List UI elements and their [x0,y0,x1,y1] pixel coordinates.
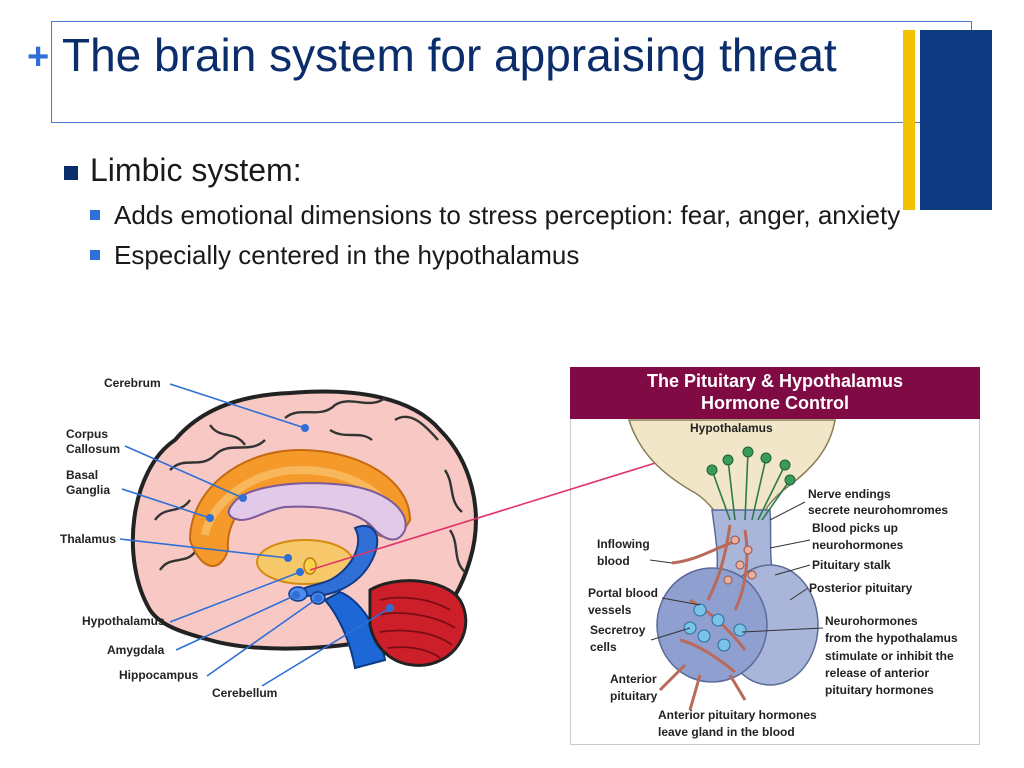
label-hypothalamus: Hypothalamus [82,614,165,628]
pit-label-leave-2: leave gland in the blood [658,725,795,739]
pit-label-portal-1: Portal blood [588,586,658,600]
capillary-dots [723,535,757,585]
pit-label-blood-2: neurohormones [812,538,904,552]
pit-label-secretory-2: cells [590,640,617,654]
pit-label-neuro-4: release of anterior [825,666,929,680]
neuron-cell-bodies [706,446,796,486]
label-cerebellum: Cerebellum [212,686,277,700]
slide-title: The brain system for appraising threat [62,29,837,81]
sub-bullet-item: Especially centered in the hypothalamus [62,238,954,272]
sub-bullet-item: Adds emotional dimensions to stress perc… [62,198,954,232]
bullet-list: Limbic system: Adds emotional dimensions… [62,150,962,272]
pit-label-hypothalamus: Hypothalamus [690,421,773,435]
pit-label-anterior-2: pituitary [610,689,658,703]
anterior-pituitary-shape [656,567,768,683]
pit-label-anterior-1: Anterior [610,672,657,686]
label-corpus-callosum-1: Corpus [66,427,108,441]
panel-header-line2: Hormone Control [701,393,849,413]
pit-label-inflow-2: blood [597,554,630,568]
pit-label-neuro-5: pituitary hormones [825,683,934,697]
brain-illustration: Cerebrum Corpus Callosum Basal Ganglia T… [60,376,478,700]
pointer-lines [119,383,391,687]
label-basal-ganglia-1: Basal [66,468,98,482]
corpus-callosum-shape [227,482,407,541]
plus-icon: + [27,36,50,78]
hippocampus-shape [298,524,379,597]
label-hippocampus: Hippocampus [119,668,199,682]
pit-label-portal-2: vessels [588,603,632,617]
accent-bar-yellow [903,30,915,210]
accent-bar-blue [920,30,992,210]
pit-label-leave-1: Anterior pituitary hormones [658,708,817,722]
pit-label-neuro-1: Neurohormones [825,614,918,628]
pit-label-nerve-1: Nerve endings [808,487,891,501]
nerve-fibers [711,451,791,521]
pit-label-nerve-2: secrete neurohomromes [808,503,948,517]
pit-label-inflow-1: Inflowing [597,537,650,551]
bullet-item: Limbic system: [62,150,962,192]
pit-label-secretory-1: Secretroy [590,623,646,637]
panel-header-line1: The Pituitary & Hypothalamus [646,371,904,391]
hypothalamus-tissue [627,419,836,521]
pit-label-blood-1: Blood picks up [812,521,898,535]
sub-bullet-square-icon [90,249,100,260]
label-cerebrum: Cerebrum [104,376,161,390]
label-basal-ganglia-2: Ganglia [66,483,110,497]
sub-bullet-text: Adds emotional dimensions to stress perc… [114,199,901,230]
pit-label-stalk: Pituitary stalk [812,558,891,572]
pit-label-neuro-3: stimulate or inhibit the [825,649,954,663]
pointer-dots [206,424,394,612]
label-corpus-callosum-2: Callosum [66,442,120,456]
pituitary-pointer-lines [649,501,824,641]
label-amygdala: Amygdala [107,643,165,657]
cerebellum-shape [368,579,468,667]
bullet-text: Limbic system: [90,152,302,188]
pit-label-neuro-2: from the hypothalamus [825,631,958,645]
sub-bullet-square-icon [90,209,100,220]
pituitary-illustration: Hypothalamus Nerve endings secrete neuro… [588,419,958,739]
bullet-square-icon [64,166,78,180]
sub-bullet-text: Especially centered in the hypothalamus [114,239,580,270]
gyri-lines [154,396,466,573]
pituitary-panel-header: The Pituitary & Hypothalamus Hormone Con… [570,367,980,419]
label-thalamus: Thalamus [60,532,116,546]
pit-label-posterior: Posterior pituitary [809,581,913,595]
